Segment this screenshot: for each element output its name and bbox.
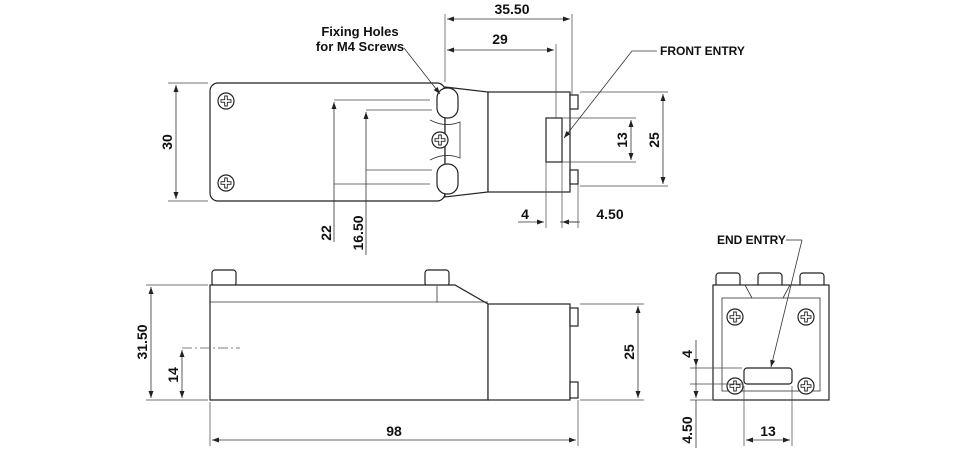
fixing-holes-sublabel: for M4 Screws <box>316 39 404 54</box>
top-view-tab-lower <box>569 169 579 185</box>
top-view: 35.50 29 30 25 13 22 16.50 <box>159 1 745 255</box>
screw-bottom-left-icon <box>217 174 235 192</box>
dim-30: 30 <box>159 134 175 150</box>
dim-35-50: 35.50 <box>494 1 529 17</box>
dim-13-top: 13 <box>614 132 630 148</box>
side-tab-upper <box>569 307 579 327</box>
screw-top-left-icon <box>217 92 235 110</box>
end-screw-top-left-icon <box>726 308 744 326</box>
fixing-hole-lower <box>436 163 459 195</box>
hole-recess <box>429 119 461 161</box>
top-view-tab-upper <box>569 94 579 110</box>
dim-29: 29 <box>492 31 508 47</box>
dim-4-end: 4 <box>679 350 695 358</box>
side-view: 31.50 14 25 98 <box>134 269 644 446</box>
dim-16-50: 16.50 <box>350 215 366 250</box>
dim-4-50-end: 4.50 <box>679 416 695 443</box>
dim-4-50-top: 4.50 <box>596 206 623 222</box>
dim-25-side: 25 <box>621 344 637 360</box>
side-screw-head-right <box>424 269 450 287</box>
front-entry-port <box>545 117 563 163</box>
dim-25-top: 25 <box>646 132 662 148</box>
end-screw-bottom-left-icon <box>726 377 744 395</box>
fixing-holes-label: Fixing Holes <box>321 24 398 39</box>
front-entry-label: FRONT ENTRY <box>660 44 745 58</box>
dim-22: 22 <box>318 225 334 241</box>
dim-98: 98 <box>386 423 402 439</box>
end-entry-label: END ENTRY <box>717 233 786 247</box>
end-view: END ENTRY 4 4.50 13 <box>679 233 830 448</box>
dim-31-50: 31.50 <box>134 324 150 359</box>
dim-4-top: 4 <box>521 206 529 222</box>
top-view-body <box>209 82 446 202</box>
end-view-face <box>721 297 821 392</box>
dim-13-end: 13 <box>760 423 776 439</box>
side-tab-lower <box>569 381 579 399</box>
end-entry-port <box>743 367 793 385</box>
dim-14: 14 <box>165 367 181 383</box>
side-view-head <box>487 303 571 401</box>
center-screw-icon <box>431 131 449 149</box>
side-screw-head-left <box>211 269 237 287</box>
fixing-hole-upper <box>436 87 459 119</box>
end-screw-bottom-right-icon <box>797 377 815 395</box>
end-screw-top-right-icon <box>797 308 815 326</box>
